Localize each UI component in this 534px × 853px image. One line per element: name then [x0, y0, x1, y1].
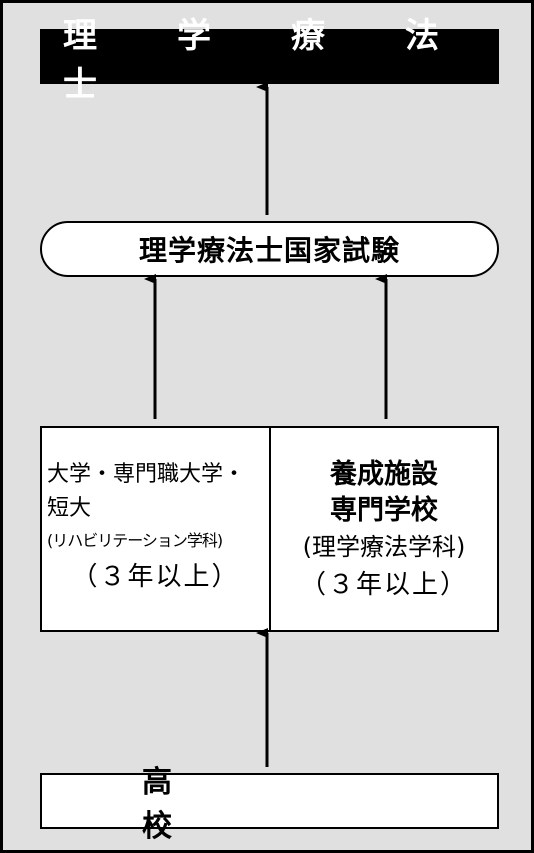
exam-text: 理学療法士国家試験	[138, 234, 400, 267]
right-school-years: （３年以上）	[299, 570, 468, 600]
title-box: 理 学 療 法 士	[40, 16, 499, 105]
left-school-line2: 短大	[47, 496, 92, 521]
high-school-box: 高 校	[40, 765, 499, 844]
arrows-layer	[144, 82, 388, 767]
left-school-years: （３年以上）	[71, 562, 240, 592]
left-school-line1: 大学・専門職大学・	[47, 462, 246, 487]
right-school-column: 養成施設 専門学校 (理学療法学科) （３年以上）	[271, 428, 497, 630]
schools-box: 大学・専門職大学・ 短大 (リハビリテーション学科) （３年以上） 養成施設 専…	[40, 426, 499, 632]
exam-box: 理学療法士国家試験	[40, 221, 499, 277]
right-school-line1: 養成施設	[330, 459, 438, 490]
title-text: 理 学 療 法 士	[63, 15, 519, 105]
right-school-line3: (理学療法学科)	[302, 533, 466, 561]
schools-divider	[269, 428, 271, 630]
high-school-text: 高 校	[142, 765, 402, 844]
left-school-column: 大学・専門職大学・ 短大 (リハビリテーション学科) （３年以上）	[42, 428, 269, 630]
right-school-line2: 専門学校	[330, 495, 438, 526]
left-school-line3: (リハビリテーション学科)	[47, 531, 223, 550]
